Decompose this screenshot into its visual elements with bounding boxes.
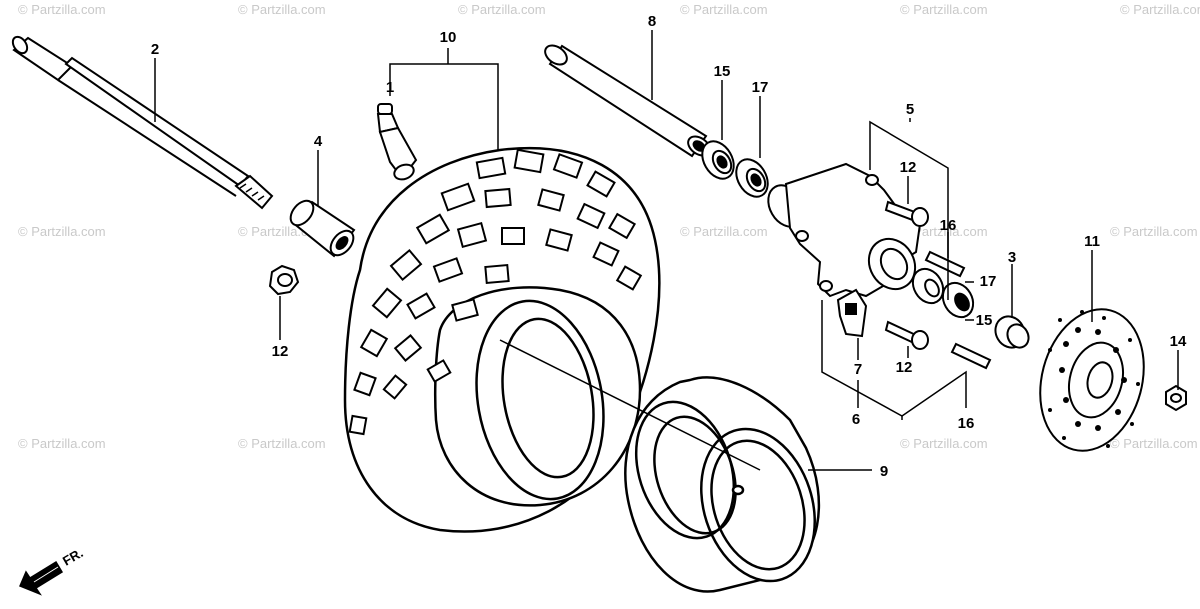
sleeve-drawing	[544, 44, 711, 158]
callout-8: 8	[648, 13, 656, 30]
spacer-cap-drawing	[994, 315, 1030, 349]
callout-12-lower: 12	[896, 359, 913, 376]
watermark-text: © Partzilla.com	[458, 2, 546, 17]
bolts-drawing	[884, 200, 992, 370]
collar-drawing	[289, 199, 356, 258]
callout-17-upper: 17	[752, 79, 769, 96]
leader-lines	[154, 30, 1179, 471]
callout-16-lower: 16	[958, 415, 975, 432]
callout-11: 11	[1084, 233, 1100, 250]
callouts: 10 1 2 4 12 8 15 17 5 12 16 17 15 3 7 12…	[151, 13, 1187, 480]
callout-12-upper: 12	[900, 159, 917, 176]
front-label: FR.	[60, 545, 86, 568]
tire-drawing	[343, 146, 661, 533]
callout-16-upper: 16	[940, 217, 957, 234]
nut-drawing	[268, 264, 300, 296]
callout-2: 2	[151, 41, 159, 58]
callout-4: 4	[314, 133, 323, 150]
watermark-text: © Partzilla.com	[1120, 2, 1200, 17]
callout-14: 14	[1170, 333, 1187, 350]
watermark-text: © Partzilla.com	[1110, 436, 1198, 451]
bearing-seal-lower-drawing	[911, 267, 975, 319]
valve-stem-drawing	[376, 103, 418, 181]
callout-6: 6	[852, 411, 860, 428]
brake-disc-drawing	[1039, 308, 1145, 452]
watermark-text: © Partzilla.com	[238, 2, 326, 17]
callout-3: 3	[1008, 249, 1016, 266]
callout-13: 12	[272, 343, 289, 360]
watermark-text: © Partzilla.com	[900, 224, 988, 239]
callout-15-upper: 15	[714, 63, 731, 80]
watermark-text: © Partzilla.com	[238, 436, 326, 451]
watermark-text: © Partzilla.com	[680, 224, 768, 239]
callout-10: 10	[440, 29, 457, 46]
callout-1: 1	[386, 79, 394, 96]
watermark-text: © Partzilla.com	[900, 2, 988, 17]
watermark-text: © Partzilla.com	[1110, 224, 1198, 239]
axle-drawing	[11, 35, 274, 210]
watermark-text: © Partzilla.com	[18, 224, 106, 239]
callout-17-lower: 17	[980, 273, 997, 290]
callout-15-lower: 15	[976, 312, 993, 329]
callout-5: 5	[906, 101, 914, 118]
disc-nut-drawing	[1165, 384, 1187, 412]
watermark-text: © Partzilla.com	[18, 2, 106, 17]
front-direction-indicator: FR.	[19, 545, 86, 596]
bearing-seal-upper-drawing	[701, 140, 769, 198]
callout-7: 7	[854, 361, 862, 378]
front-arrow-icon	[19, 560, 64, 596]
guard-drawing	[836, 288, 868, 338]
watermark-text: © Partzilla.com	[18, 436, 106, 451]
hub-drawing	[767, 162, 922, 298]
watermark-text: © Partzilla.com	[680, 2, 768, 17]
wheel-rim-drawing	[624, 376, 821, 593]
callout-9: 9	[880, 463, 888, 480]
watermark-text: © Partzilla.com	[900, 436, 988, 451]
